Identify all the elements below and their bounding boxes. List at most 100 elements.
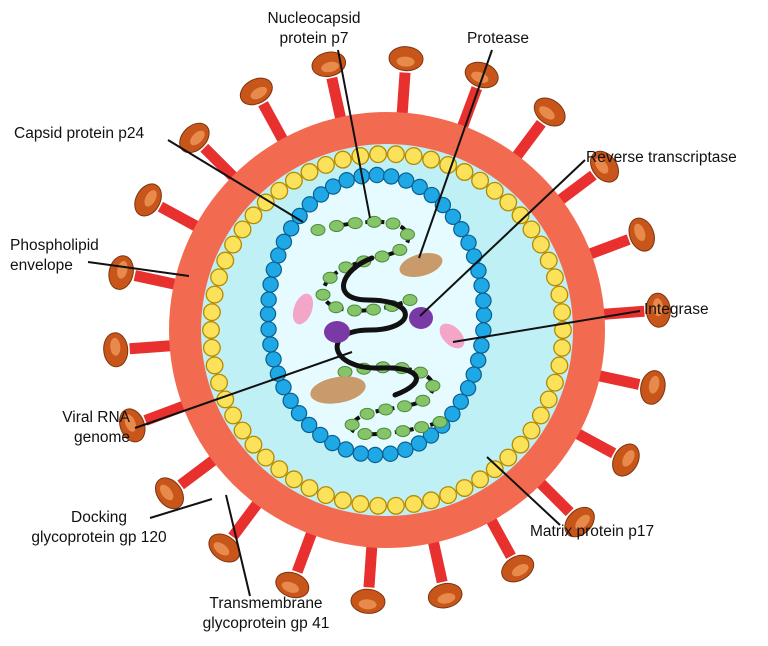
- capsid-protein-bead: [465, 366, 482, 383]
- nucleocapsid-protein-bead: [402, 294, 418, 306]
- matrix-protein-bead: [300, 479, 319, 497]
- capsid-protein-bead: [459, 379, 477, 397]
- matrix-protein-bead: [256, 448, 275, 467]
- label-viral-rna-genome: Viral RNA genome: [62, 409, 130, 446]
- nucleocapsid-protein-bead: [337, 366, 353, 378]
- matrix-protein-bead: [205, 356, 224, 375]
- matrix-protein-bead: [202, 321, 220, 339]
- docking-glycoprotein-highlight: [648, 375, 660, 394]
- nucleocapsid-protein-bead: [385, 217, 401, 230]
- matrix-protein-bead: [471, 171, 490, 190]
- nucleocapsid-protein-bead: [329, 220, 345, 233]
- matrix-protein-bead: [554, 321, 572, 339]
- docking-glycoprotein-highlight: [281, 581, 299, 593]
- nucleocapsid-protein-bead: [366, 215, 382, 228]
- nucleocapsid-protein-bead: [359, 407, 375, 420]
- matrix-protein-bead: [333, 150, 352, 169]
- label-matrix-protein: Matrix protein p17: [530, 523, 655, 540]
- docking-glycoprotein-highlight: [652, 298, 663, 317]
- viral-rna-strand: [334, 255, 419, 398]
- matrix-protein-bead: [404, 147, 423, 165]
- nucleocapsid-protein-bead: [347, 217, 363, 230]
- matrix-protein-bead: [545, 373, 564, 392]
- nucleocapsid-protein-bead: [310, 224, 326, 236]
- label-capsid-protein: Capsid protein p24: [14, 125, 145, 142]
- docking-glycoprotein-highlight: [213, 542, 230, 556]
- matrix-protein-bead: [386, 145, 405, 164]
- matrix-protein-bead: [270, 460, 289, 479]
- capsid-protein-bead: [312, 186, 330, 203]
- matrix-protein-bead: [386, 496, 405, 515]
- matrix-protein-bead: [531, 235, 550, 254]
- matrix-protein-bead: [224, 406, 243, 425]
- capsid-shell: [259, 166, 493, 464]
- nucleocapsid-protein-bead: [315, 288, 331, 301]
- matrix-protein-bead: [539, 251, 558, 270]
- matrix-protein-bead: [499, 448, 518, 467]
- matrix-protein-bead: [316, 156, 335, 174]
- matrix-protein-bead: [455, 479, 474, 497]
- nucleocapsid-protein-bead: [399, 228, 415, 241]
- capsid-protein-bead: [422, 427, 440, 444]
- matrix-protein-bead: [205, 285, 224, 304]
- matrix-protein-bead: [511, 435, 530, 454]
- capsid-protein-bead: [410, 435, 428, 452]
- matrix-protein-bead: [256, 193, 275, 212]
- docking-glycoprotein-highlight: [250, 86, 268, 100]
- nucleocapsid-protein-bead: [376, 427, 392, 440]
- matrix-protein-bead: [284, 470, 303, 489]
- matrix-protein-bead: [455, 163, 474, 181]
- capsid-protein-bead: [300, 416, 318, 434]
- matrix-protein-bead: [553, 338, 572, 357]
- capsid-protein-bead: [262, 276, 279, 293]
- capsid-protein-bead: [444, 208, 462, 225]
- capsid-protein-bead: [368, 166, 386, 184]
- capsid-protein-bead: [259, 305, 277, 323]
- label-nucleocapsid-protein: Nucleocapsid protein p7: [267, 10, 361, 47]
- label-leader-lines: [87, 49, 641, 597]
- capsid-protein-bead: [275, 233, 293, 251]
- matrix-leader: [486, 456, 561, 526]
- matrix-protein-bead: [550, 285, 569, 304]
- protease-enzyme: [399, 252, 443, 278]
- capsid-protein-bead: [260, 291, 277, 308]
- matrix-protein-bead: [553, 303, 572, 322]
- nucleocapsid-protein-bead: [328, 301, 344, 314]
- label-docking-glycoprotein: Docking glycoprotein gp 120: [31, 509, 167, 546]
- matrix-protein-bead: [499, 193, 518, 212]
- capsid-protein-bead: [270, 247, 287, 264]
- capsid-protein-bead: [260, 321, 277, 338]
- capsid-protein-bead: [312, 426, 329, 444]
- matrix-protein-bead: [439, 486, 458, 504]
- docking-leader: [149, 498, 213, 519]
- envelope-glycoprotein-spikes: [103, 46, 671, 614]
- docking-glycoprotein-highlight: [622, 450, 635, 467]
- capsid-protein-bead: [382, 445, 399, 462]
- matrix-protein-bead: [485, 460, 504, 479]
- docking-glycoprotein-highlight: [396, 56, 415, 67]
- matrix-protein-bead: [216, 251, 235, 270]
- docking-glycoprotein-highlight: [437, 593, 456, 604]
- capsid-protein-bead: [338, 172, 355, 189]
- matrix-protein-bead: [522, 220, 541, 239]
- transmembrane-leader: [225, 494, 251, 597]
- nucleocapsid-protein-bead: [395, 425, 411, 438]
- capsid-protein-bead: [383, 168, 400, 185]
- docking-glycoprotein-highlight: [159, 484, 174, 501]
- matrix-protein-bead: [531, 406, 550, 425]
- capsid-protein-bead: [444, 405, 461, 423]
- matrix-protein-bead: [202, 338, 221, 357]
- docking-glycoprotein-highlight: [575, 514, 590, 530]
- nucleocapsid-protein-bead: [322, 271, 338, 284]
- capsid-protein-bead: [397, 441, 414, 458]
- capsid-protein-bead: [475, 306, 493, 324]
- matrix-protein-bead: [471, 470, 490, 489]
- integrase-enzyme: [292, 293, 314, 325]
- capsid-protein-bead: [475, 292, 492, 309]
- docking-glycoprotein-highlight: [144, 190, 157, 207]
- matrix-protein-bead: [244, 206, 263, 225]
- viral-rna-leader: [134, 351, 353, 429]
- capsid-protein-bead: [324, 178, 342, 195]
